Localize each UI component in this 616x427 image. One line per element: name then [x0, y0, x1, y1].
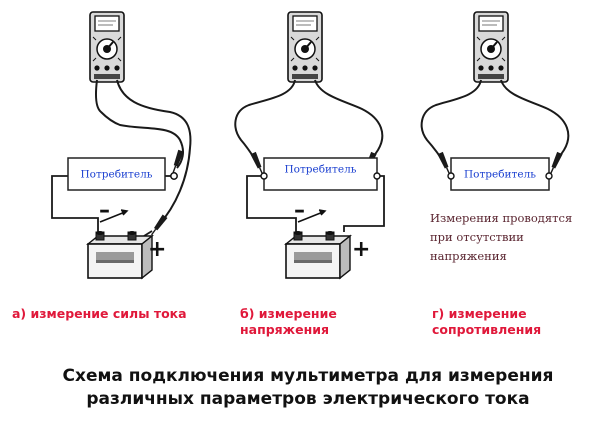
circuit-resistance: Потребитель [420, 11, 570, 191]
consumer-label: Потребитель [285, 164, 357, 176]
caption-current: а) измерение силы тока [12, 306, 187, 321]
consumer-label: Потребитель [464, 169, 536, 181]
circuit-wires [246, 175, 385, 232]
minus-sign: – [294, 198, 305, 223]
consumer-label: Потребитель [81, 169, 153, 181]
consumer-box [450, 157, 550, 191]
plus-sign: + [148, 237, 166, 262]
probe-wires [234, 79, 384, 165]
consumer-box [263, 157, 378, 191]
resistance-note: Измерения проводятся при отсутствии напр… [430, 211, 573, 263]
terminal-dot [260, 172, 268, 180]
multimeter-icon [473, 11, 509, 83]
terminal-dot [373, 172, 381, 180]
terminal-dot [545, 172, 553, 180]
minus-sign: – [99, 198, 110, 223]
probe-icon [148, 213, 169, 238]
switch-icon [297, 209, 327, 223]
circuit-voltage: Потребитель – + [234, 11, 385, 279]
terminal-dot [447, 172, 455, 180]
plus-sign: + [352, 237, 370, 262]
multimeter-icon [89, 11, 125, 83]
battery-icon [87, 230, 153, 279]
probe-wires [95, 79, 192, 227]
terminal-dot [170, 172, 178, 180]
caption-voltage: б) измерение напряжения [240, 306, 337, 337]
battery-icon [285, 230, 351, 279]
probe-icon [249, 151, 266, 176]
switch-icon [99, 209, 129, 223]
probe-icon [436, 151, 453, 176]
circuit-current: Потребитель – + [51, 11, 192, 279]
probe-wires [420, 79, 570, 165]
probe-icon [547, 151, 564, 176]
consumer-box [67, 157, 166, 191]
multimeter-icon [287, 11, 323, 83]
caption-resistance: г) измерение сопротивления [432, 306, 542, 337]
page-title: Схема подключения мультиметра для измере… [62, 366, 554, 409]
